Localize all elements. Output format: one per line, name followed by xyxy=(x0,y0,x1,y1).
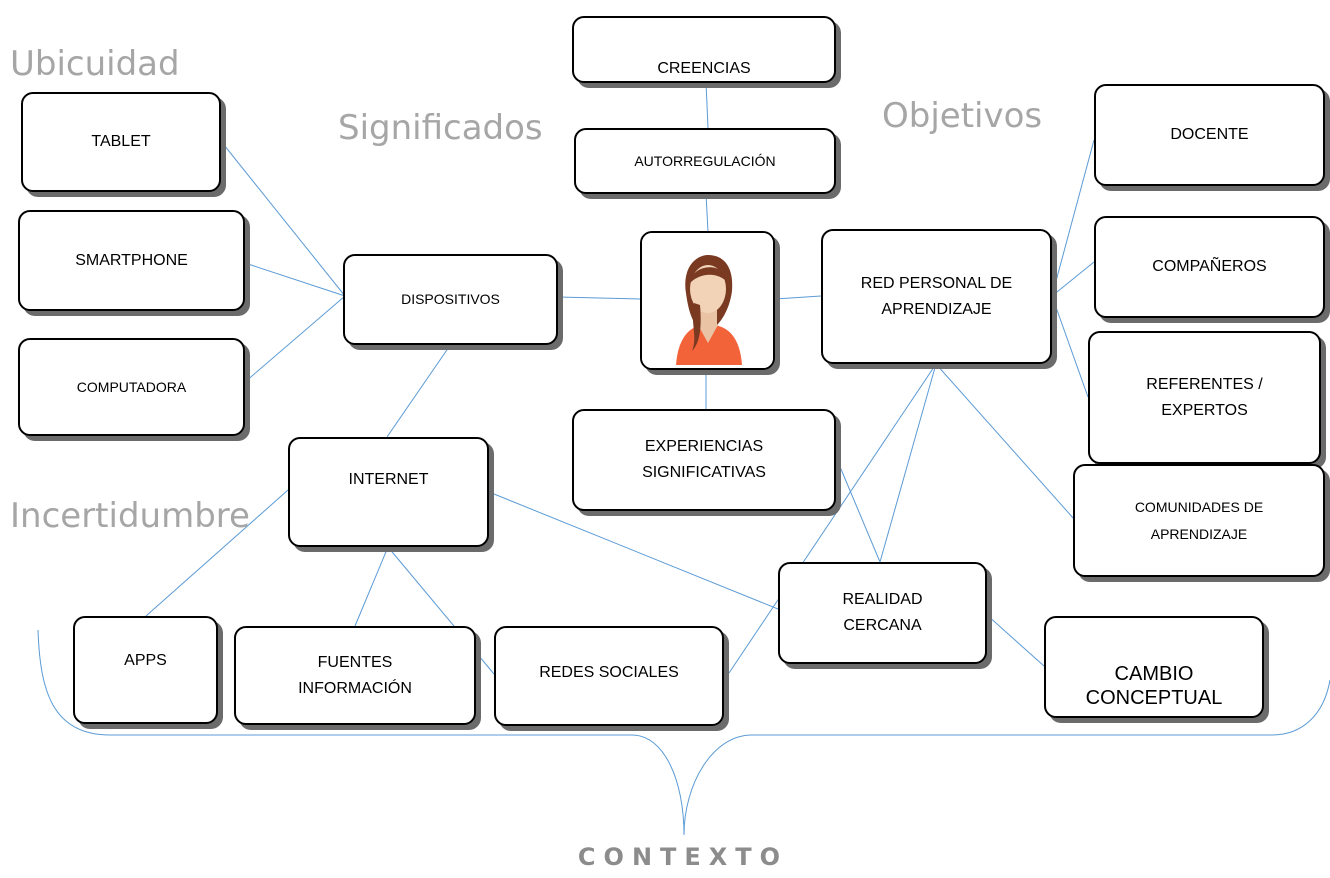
connector-line xyxy=(244,262,346,297)
node-label: COMPUTADORA xyxy=(76,378,187,395)
node-label: CREENCIAS xyxy=(657,60,751,77)
category-incertidumbre: Incertidumbre xyxy=(10,496,250,536)
connector-line xyxy=(986,614,1045,667)
node-smartphone: SMARTPHONE xyxy=(18,210,245,311)
connector-line xyxy=(1051,295,1089,398)
connector-line xyxy=(837,461,881,563)
node-internet: INTERNET xyxy=(288,437,489,547)
node-experiencias: EXPERIENCIAS SIGNIFICATIVAS xyxy=(572,409,836,511)
connector-line xyxy=(705,81,709,129)
node-dispositivos: DISPOSITIVOS xyxy=(343,254,558,345)
node-referentes: REFERENTES / EXPERTOS xyxy=(1088,331,1321,464)
node-creencias: CREENCIAS xyxy=(572,16,836,83)
connector-line xyxy=(726,363,937,677)
node-label: TABLET xyxy=(91,133,151,151)
connector-line xyxy=(244,295,346,383)
node-label: DOCENTE xyxy=(1170,126,1249,144)
context-label: CONTEXTO xyxy=(577,843,789,871)
node-label: SMARTPHONE xyxy=(75,251,188,269)
node-label-line: CONCEPTUAL xyxy=(1085,687,1223,709)
category-significados: Significados xyxy=(338,108,543,148)
person-avatar-icon xyxy=(642,233,773,368)
node-label-group: RED PERSONAL DE APRENDIZAJE xyxy=(861,271,1012,322)
node-label-line: RED PERSONAL DE xyxy=(860,274,1013,292)
node-label-line: REALIDAD xyxy=(842,591,923,609)
node-label: REDES SOCIALES xyxy=(539,664,679,681)
connector-line xyxy=(705,192,709,233)
node-label-group: COMUNIDADES DE APRENDIZAJE xyxy=(1135,494,1263,547)
category-ubicuidad: Ubicuidad xyxy=(10,44,180,84)
node-apps: APPS xyxy=(73,616,218,724)
connector-line xyxy=(488,491,779,610)
category-objetivos: Objetivos xyxy=(882,96,1043,136)
node-label-line: CERCANA xyxy=(843,617,922,634)
node-label-line: INFORMACIÓN xyxy=(298,679,412,697)
node-label: INTERNET xyxy=(348,471,429,488)
node-redes-sociales: REDES SOCIALES xyxy=(494,626,724,726)
node-label-group: EXPERIENCIAS SIGNIFICATIVAS xyxy=(642,434,766,485)
node-computadora: COMPUTADORA xyxy=(18,338,245,436)
connector-line xyxy=(774,295,822,300)
node-fuentes: FUENTES INFORMACIÓN xyxy=(234,626,476,725)
node-label-group: CAMBIO CONCEPTUAL xyxy=(1086,662,1223,710)
node-tablet: TABLET xyxy=(21,92,221,192)
connector-line xyxy=(1051,261,1095,297)
connector-line xyxy=(1051,139,1095,297)
connector-line xyxy=(145,489,289,617)
connector-line xyxy=(386,343,452,438)
connector-line xyxy=(219,139,346,297)
connector-line xyxy=(557,296,642,300)
node-person xyxy=(640,231,775,370)
node-companeros: COMPAÑEROS xyxy=(1094,216,1325,318)
node-label-line: FUENTES xyxy=(317,653,393,671)
node-label-line: EXPERIENCIAS xyxy=(644,438,764,456)
node-label-line: EXPERTOS xyxy=(1161,401,1248,419)
connector-line xyxy=(935,363,1075,520)
node-label-line: REFERENTES / xyxy=(1146,375,1263,393)
node-label-line: SIGNIFICATIVAS xyxy=(642,464,766,481)
node-label: DISPOSITIVOS xyxy=(401,291,500,308)
node-comunidades: COMUNIDADES DE APRENDIZAJE xyxy=(1073,464,1325,577)
connector-line xyxy=(354,546,389,627)
node-label: AUTORREGULACIÓN xyxy=(634,152,776,169)
node-label-line: APRENDIZAJE xyxy=(881,300,992,318)
node-label-group: FUENTES INFORMACIÓN xyxy=(298,650,412,701)
context-brace xyxy=(37,629,685,836)
node-label-line: APRENDIZAJE xyxy=(1150,525,1248,542)
node-red-personal: RED PERSONAL DE APRENDIZAJE xyxy=(821,229,1052,364)
connector-line xyxy=(879,363,937,563)
node-label: COMPAÑEROS xyxy=(1152,258,1267,276)
context-brace xyxy=(683,679,1330,836)
node-cambio-conceptual: CAMBIO CONCEPTUAL xyxy=(1044,616,1264,718)
connector-line xyxy=(387,546,495,675)
node-label-group: REALIDAD CERCANA xyxy=(842,587,922,638)
node-label-group: REFERENTES / EXPERTOS xyxy=(1146,372,1262,423)
node-docente: DOCENTE xyxy=(1094,84,1325,186)
node-label-line: COMUNIDADES DE xyxy=(1134,498,1264,515)
node-autorregulacion: AUTORREGULACIÓN xyxy=(574,128,836,194)
node-label-line: CAMBIO xyxy=(1114,663,1194,685)
node-label: APPS xyxy=(124,652,167,669)
node-realidad-cercana: REALIDAD CERCANA xyxy=(778,562,987,664)
